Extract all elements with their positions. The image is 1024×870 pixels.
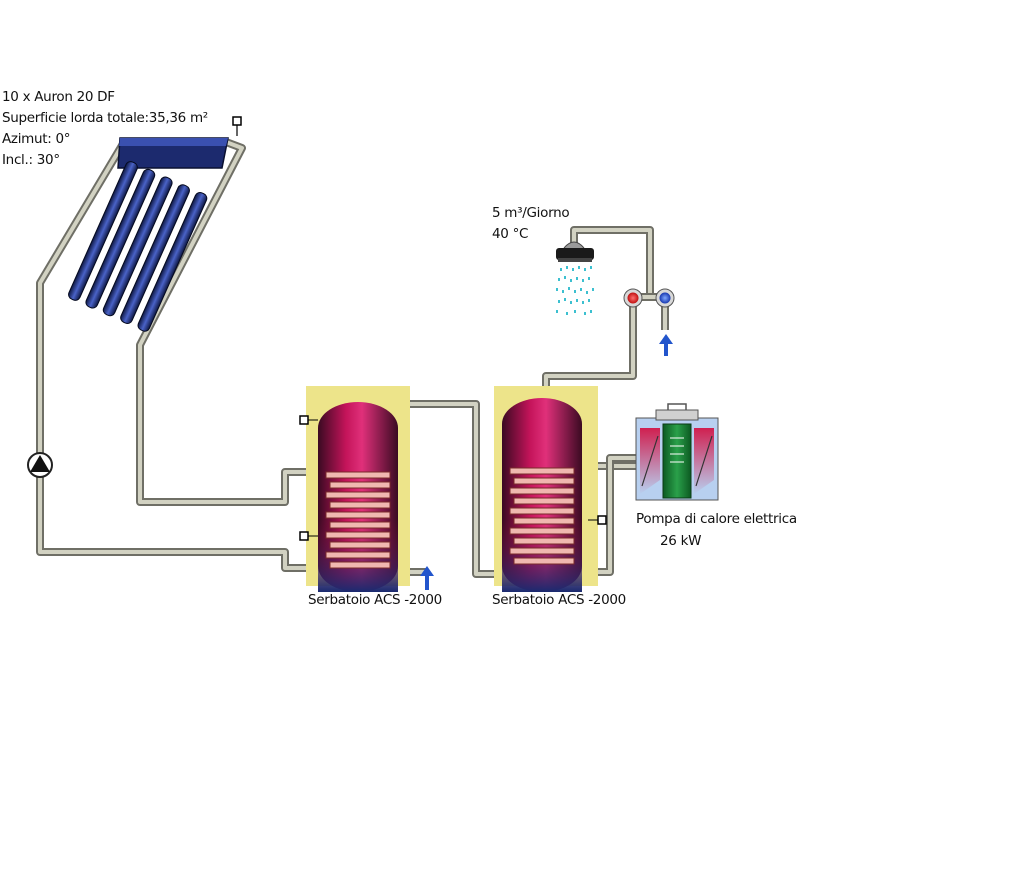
heat-pump-power-label: 26 kW [660,533,702,549]
shower-temperature-label: 40 °C [492,226,529,242]
heat-pump-gauge [670,437,684,463]
shower-spray [556,266,594,315]
shower-flow-label: 5 m³/Giorno [492,205,570,221]
solar-collector [68,116,242,332]
tank-1-coil [325,471,391,569]
collector-inclination-label: Incl.: 30° [2,152,60,168]
tank-2-label: Serbatoio ACS -2000 [492,592,626,608]
heat-pump-label: Pompa di calore elettrica [636,511,797,527]
collector-sensor [232,116,242,126]
cold-water-arrow-mixer [659,334,673,356]
circulation-pump [27,452,53,478]
shower-head [556,241,594,262]
collector-flow-pipe [136,138,330,506]
collector-model-label: 10 x Auron 20 DF [2,89,115,105]
collector-area-label: Superficie lorda totale:35,36 m² [2,110,208,126]
tank-2 [494,386,607,592]
tank-2-coil [509,467,575,565]
cold-water-arrow-tank1 [420,566,434,590]
hot-water-pipe [542,297,637,400]
collector-return-pipe [36,139,330,572]
collector-azimuth-label: Azimut: 0° [2,131,71,147]
tank-1-label: Serbatoio ACS -2000 [308,592,442,608]
collector-tubes [68,161,208,332]
cold-valve [655,288,675,308]
tank-1 [299,386,410,592]
hot-valve [623,288,643,308]
heat-pump [635,403,719,501]
shower-pipe [570,226,654,297]
tank-link-pipe [396,400,506,578]
